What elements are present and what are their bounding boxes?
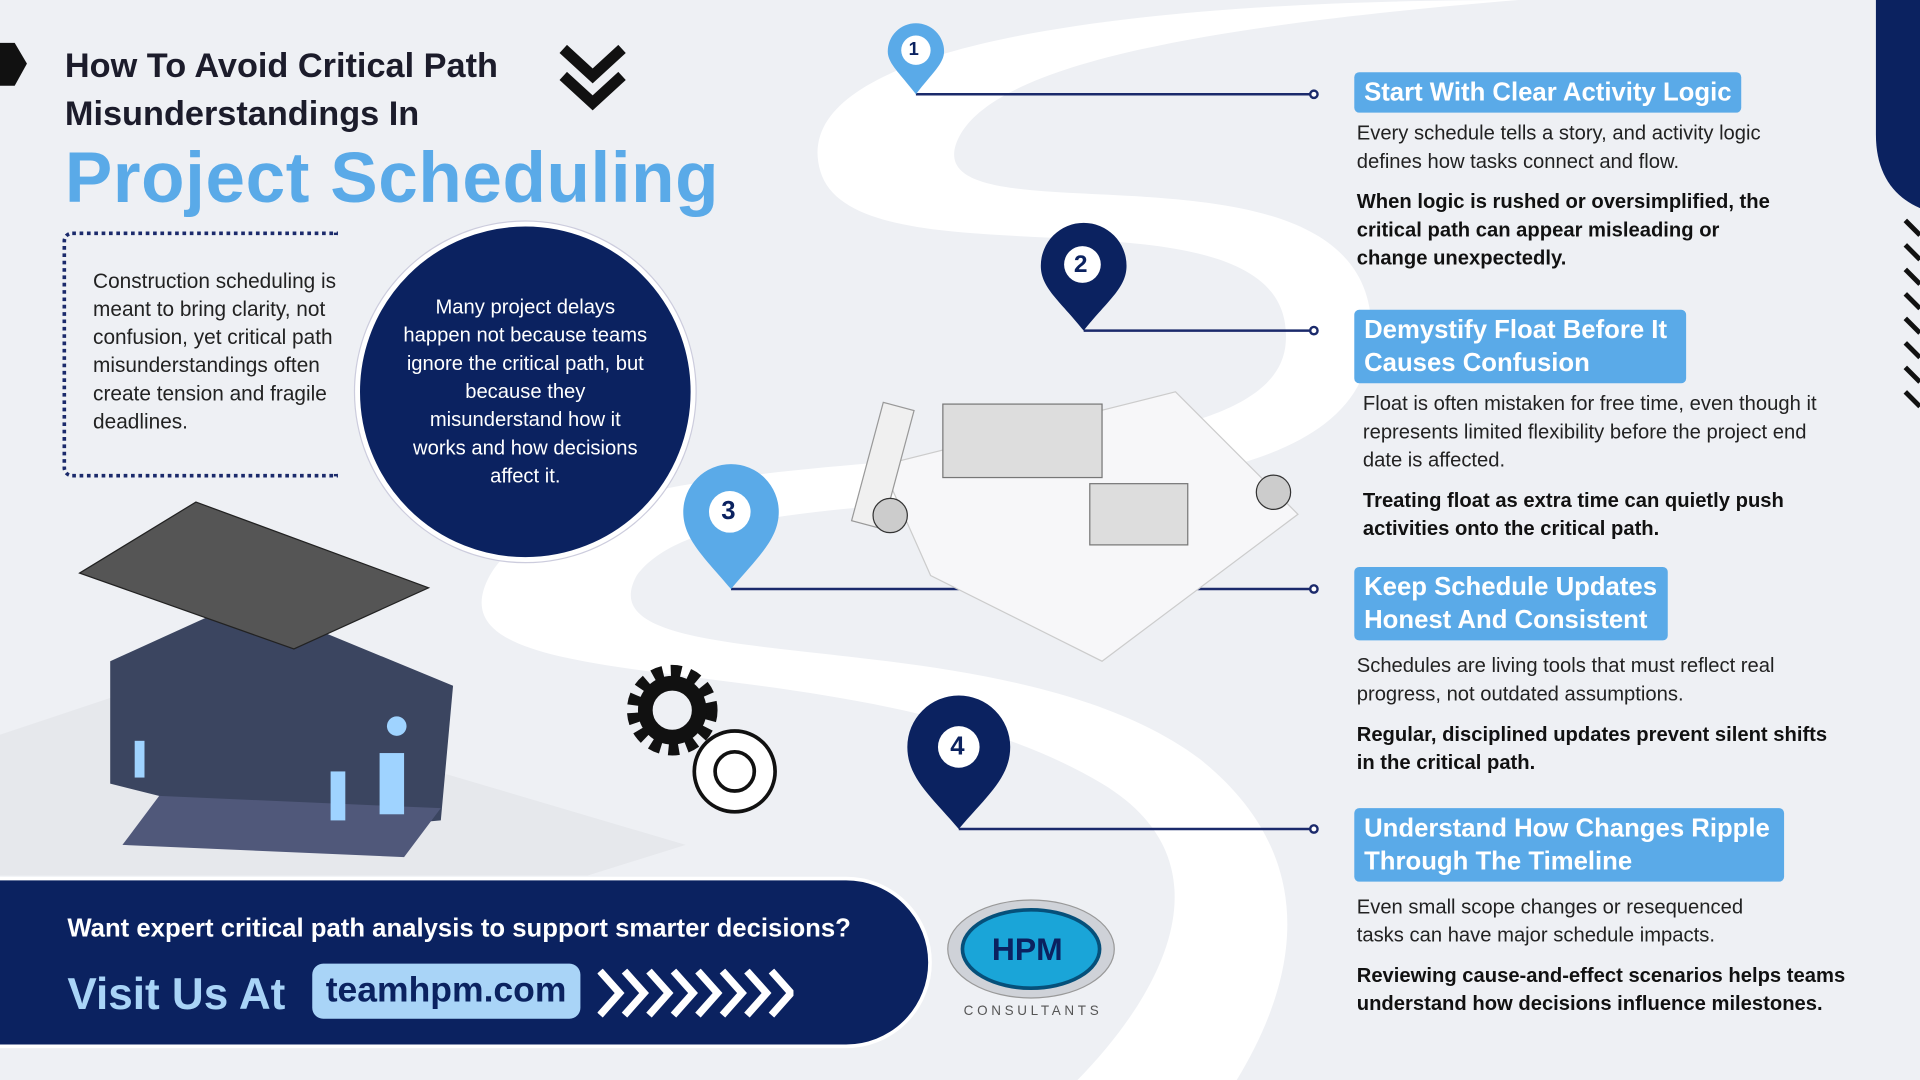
callout-circle: Many project delays happen not because t…: [355, 221, 696, 563]
hpm-logo: [947, 899, 1115, 999]
title-line-2: Misunderstandings In: [64, 94, 420, 133]
step-4-body: Even small scope changes or resequenced …: [1356, 896, 1744, 947]
logo-subtitle: CONSULTANTS: [963, 1004, 1103, 1019]
corner-shape: [1875, 0, 1920, 209]
step-2-body: Float is often mistaken for free time, e…: [1362, 393, 1817, 472]
pin-1-icon: [887, 23, 945, 95]
step-3-heading: Keep Schedule Updates Honest And Consist…: [1354, 566, 1668, 641]
logo-mark: HPM: [991, 930, 1063, 968]
step-1: Start With Clear Activity Logic Every sc…: [1354, 72, 1868, 273]
double-chevron-down-icon: [559, 44, 626, 111]
step-4: Understand How Changes Ripple Through Th…: [1354, 808, 1868, 1019]
intro-box: Construction scheduling is meant to brin…: [62, 231, 338, 478]
cta-visit-label: Visit Us At: [67, 968, 286, 1019]
connector-lines: [731, 89, 1319, 834]
cta-question: Want expert critical path analysis to su…: [67, 914, 851, 943]
pin-4-icon: [907, 695, 1011, 829]
step-2-emphasis: Treating float as extra time can quietly…: [1362, 489, 1784, 541]
pin-2-icon: [1040, 222, 1127, 331]
step-3: Keep Schedule Updates Honest And Consist…: [1354, 566, 1868, 778]
blueprint-house-model-image: [850, 391, 1299, 662]
page-title: Project Scheduling: [64, 138, 720, 218]
pin-3-number: 3: [721, 497, 736, 526]
step-1-body: Every schedule tells a story, and activi…: [1356, 122, 1761, 173]
title-line-1: How To Avoid Critical Path: [64, 46, 498, 85]
chevrons-right-icon: [597, 968, 794, 1018]
step-3-body: Schedules are living tools that must ref…: [1356, 655, 1775, 706]
step-4-emphasis: Reviewing cause-and-effect scenarios hel…: [1356, 964, 1846, 1016]
stripe-decoration: [1903, 218, 1920, 409]
hexagon-marker-icon: [0, 42, 27, 86]
gears-icon: [626, 664, 777, 814]
callout-text: Many project delays happen not because t…: [403, 295, 648, 487]
step-3-emphasis: Regular, disciplined updates prevent sil…: [1356, 723, 1828, 774]
step-4-heading: Understand How Changes Ripple Through Th…: [1354, 808, 1785, 882]
step-1-heading: Start With Clear Activity Logic: [1354, 72, 1742, 113]
house-construction-image: [0, 501, 686, 876]
intro-text: Construction scheduling is meant to brin…: [93, 269, 337, 434]
pin-3-icon: [683, 464, 779, 589]
pin-4-number: 4: [950, 732, 965, 761]
step-2: Demystify Float Before It Causes Confusi…: [1354, 309, 1868, 544]
cta-banner: Want expert critical path analysis to su…: [0, 876, 932, 1049]
pin-1-number: 1: [908, 39, 919, 61]
step-1-emphasis: When logic is rushed or oversimplified, …: [1356, 191, 1770, 270]
cta-url-link[interactable]: teamhpm.com: [312, 963, 580, 1019]
pin-2-number: 2: [1073, 251, 1088, 278]
step-2-heading: Demystify Float Before It Causes Confusi…: [1354, 309, 1687, 384]
